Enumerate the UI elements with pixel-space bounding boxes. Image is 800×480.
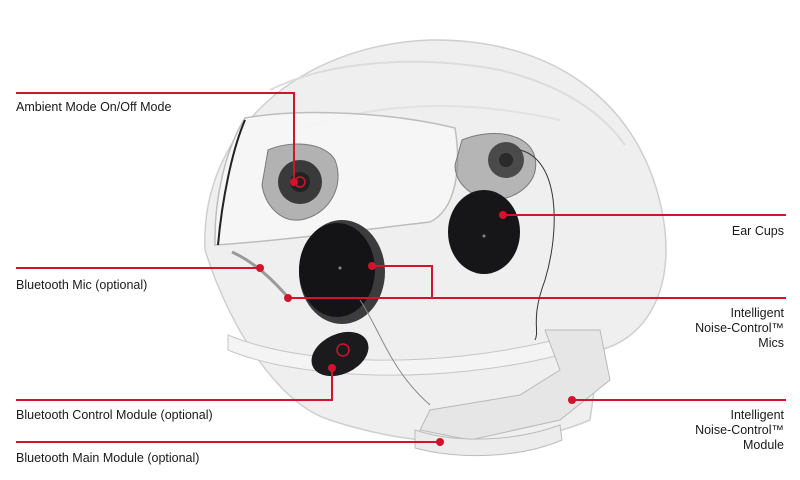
label-inc-mics-line-1: Intelligent	[730, 306, 784, 320]
callout-line-inc-mics	[372, 265, 786, 299]
label-inc-mics: Intelligent Noise-Control™ Mics	[695, 306, 784, 351]
label-bt-mic: Bluetooth Mic (optional)	[16, 278, 148, 292]
label-inc-module-line-3: Module	[743, 438, 784, 452]
visor-edge	[217, 119, 246, 246]
callout-line-control	[16, 368, 333, 401]
wire	[519, 149, 555, 341]
label-ear-cups: Ear Cups	[731, 224, 784, 238]
label-inc-module-line-1: Intelligent	[730, 408, 784, 422]
label-inc-mics-line-3: Mics	[758, 336, 784, 350]
wire-2	[359, 299, 431, 406]
label-inc-module: Intelligent Noise-Control™ Module	[695, 408, 784, 453]
label-inc-mics-line-2: Noise-Control™	[695, 321, 784, 335]
helmet-ridge	[269, 60, 626, 146]
bt-control-module	[311, 331, 369, 377]
label-ambient-mode: Ambient Mode On/Off Mode	[16, 100, 172, 114]
label-bt-main: Bluetooth Main Module (optional)	[16, 451, 200, 465]
label-bt-control: Bluetooth Control Module (optional)	[16, 408, 213, 422]
label-inc-module-line-2: Noise-Control™	[695, 423, 784, 437]
callout-line-ambient	[16, 92, 295, 182]
main-module-housing	[414, 424, 563, 457]
module-bracket	[419, 329, 611, 441]
left-ear-cup	[299, 223, 375, 317]
right-ear-cup	[448, 190, 520, 274]
callout-lines	[16, 92, 786, 443]
mic-boom	[231, 250, 288, 296]
callout-dots	[256, 178, 576, 446]
